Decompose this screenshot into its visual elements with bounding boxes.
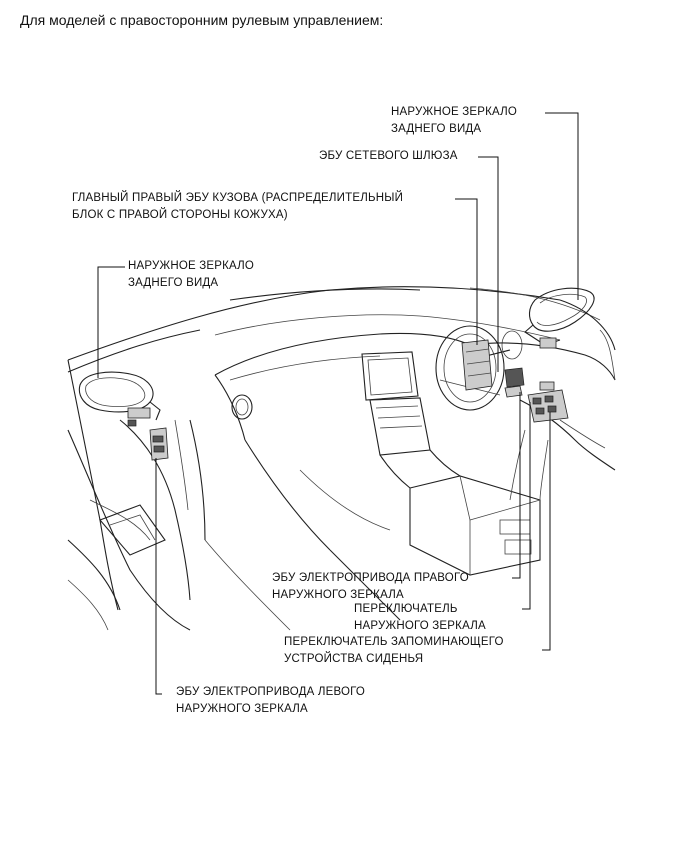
label-gateway-ecu: ЭБУ СЕТЕВОГО ШЛЮЗА — [319, 150, 458, 162]
label-right-mirror-ecu: ЭБУ ЭЛЕКТРОПРИВОДА ПРАВОГО НАРУЖНОГО ЗЕР… — [272, 572, 469, 601]
leader-body-ecu — [455, 198, 478, 345]
body-ecu-box — [461, 339, 493, 391]
left-door-edge — [67, 359, 119, 611]
left-door-handle-panel — [99, 504, 166, 556]
page-heading: Для моделей с правосторонним рулевым упр… — [20, 12, 384, 28]
label-left-mirror: НАРУЖНОЕ ЗЕРКАЛО ЗАДНЕГО ВИДА — [128, 260, 255, 289]
gateway-ecu-box — [504, 367, 525, 388]
label-mirror-switch: ПЕРЕКЛЮЧАТЕЛЬ НАРУЖНОГО ЗЕРКАЛА — [354, 603, 486, 632]
right-mirror-shape — [528, 287, 595, 332]
dashboard-top — [214, 332, 471, 376]
leader-right-mirror — [545, 112, 579, 300]
label-body-ecu: ГЛАВНЫЙ ПРАВЫЙ ЭБУ КУЗОВА (РАСПРЕДЕЛИТЕЛ… — [72, 192, 404, 221]
leader-seat-memory-switch — [542, 412, 551, 651]
leader-gateway-ecu — [478, 156, 499, 372]
label-left-mirror-ecu: ЭБУ ЭЛЕКТРОПРИВОДА ЛЕВОГО НАРУЖНОГО ЗЕРК… — [176, 686, 366, 715]
air-vent-left — [231, 394, 253, 420]
a-pillar-left — [67, 329, 201, 373]
leader-left-mirror — [97, 266, 125, 378]
left-mirror-ecu-box — [149, 427, 169, 461]
leader-mirror-switch — [522, 402, 531, 610]
center-display — [361, 351, 419, 401]
leader-right-mirror-ecu — [512, 392, 521, 579]
label-right-mirror: НАРУЖНОЕ ЗЕРКАЛО ЗАДНЕГО ВИДА — [391, 106, 518, 135]
leader-left-mirror-ecu — [155, 458, 162, 695]
steering-wheel — [435, 325, 505, 411]
label-seat-memory-switch: ПЕРЕКЛЮЧАТЕЛЬ ЗАПОМИНАЮЩЕГО УСТРОЙСТВА С… — [284, 636, 504, 665]
